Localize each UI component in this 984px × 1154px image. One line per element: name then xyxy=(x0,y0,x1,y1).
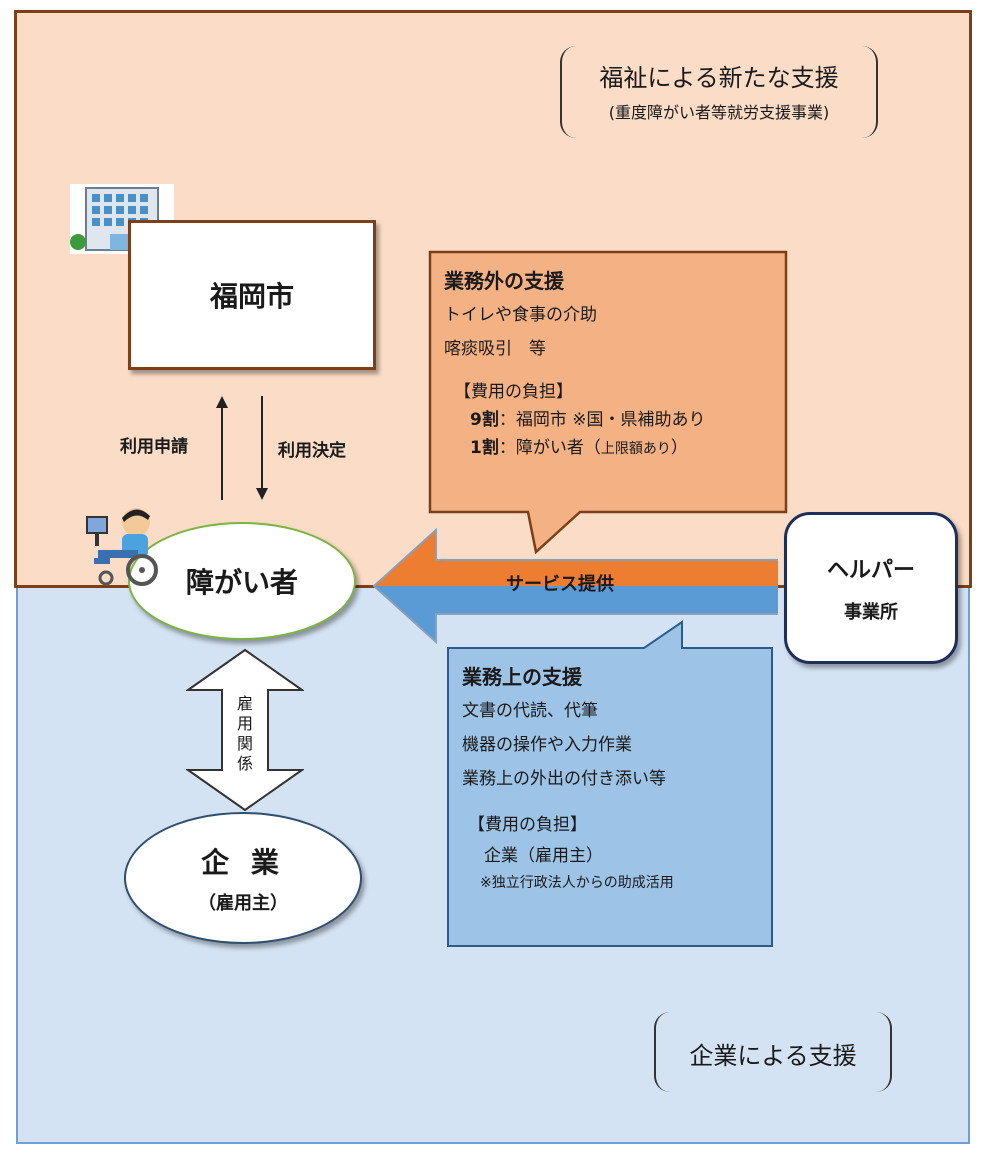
company-title: 企業による支援 xyxy=(689,1042,857,1070)
offduty-title: 業務外の支援 xyxy=(444,269,564,293)
apply-label: 利用申請 xyxy=(120,437,188,457)
offduty-cost-line-city: 9割：福岡市 ※国・県補助あり xyxy=(444,406,780,434)
fukuoka-city-box: 福岡市 xyxy=(128,220,376,370)
onduty-item: 機器の操作や入力作業 xyxy=(462,735,632,755)
company-sub-label: （雇用主） xyxy=(198,893,288,914)
offduty-cost-line-person: 1割：障がい者（上限額あり） xyxy=(444,434,780,463)
onduty-item: 文書の代読、代筆 xyxy=(462,701,598,721)
welfare-title: 福祉による新たな支援 xyxy=(599,64,839,92)
welfare-subtitle: (重度障がい者等就労支援事業) xyxy=(608,103,830,122)
offduty-support-content: 業務外の支援 トイレや食事の介助 喀痰吸引 等 【費用の負担】 9割：福岡市 ※… xyxy=(444,264,780,463)
wheelchair-user-icon xyxy=(86,508,158,586)
onduty-cost-header: 【費用の負担】 xyxy=(468,815,587,835)
cost-ratio: 1割 xyxy=(470,438,499,458)
onduty-title: 業務上の支援 xyxy=(462,665,582,689)
person-with-disability-ellipse: 障がい者 xyxy=(128,522,356,640)
cost-close: ） xyxy=(670,438,688,458)
person-label: 障がい者 xyxy=(185,566,298,599)
service-provision-arrow xyxy=(372,528,778,644)
service-provision-label: サービス提供 xyxy=(506,574,614,595)
cost-text: ：福岡市 ※国・県補助あり xyxy=(498,410,706,430)
employment-label: 雇用関係 xyxy=(236,694,253,773)
onduty-cost-line: 企業（雇用主） xyxy=(484,846,603,866)
decide-label: 利用決定 xyxy=(278,441,346,461)
onduty-support-content: 業務上の支援 文書の代読、代筆 機器の操作や入力作業 業務上の外出の付き添い等 … xyxy=(462,660,762,894)
employment-relationship-arrow xyxy=(186,648,304,812)
helper-office-box: ヘルパー 事業所 xyxy=(784,512,958,664)
welfare-title-bracket: 福祉による新たな支援 (重度障がい者等就労支援事業) xyxy=(560,46,878,138)
cost-note: 上限額あり xyxy=(600,441,671,457)
onduty-item: 業務上の外出の付き添い等 xyxy=(462,769,666,789)
onduty-cost-note: ※独立行政法人からの助成活用 xyxy=(480,875,674,891)
company-label: 企 業 xyxy=(201,846,285,879)
cost-text: ：障がい者（ xyxy=(498,438,601,458)
decide-arrow-down xyxy=(256,396,268,500)
cost-ratio: 9割 xyxy=(470,410,499,430)
city-label: 福岡市 xyxy=(209,280,294,313)
helper-label-line1: ヘルパー xyxy=(826,558,915,583)
offduty-item: トイレや食事の介助 xyxy=(444,305,597,325)
company-title-bracket: 企業による支援 xyxy=(654,1012,892,1092)
helper-label-line2: 事業所 xyxy=(844,602,898,623)
offduty-item: 喀痰吸引 等 xyxy=(444,339,546,359)
offduty-cost-header: 【費用の負担】 xyxy=(454,382,573,402)
onduty-support-callout xyxy=(447,620,773,947)
company-ellipse: 企 業 （雇用主） xyxy=(124,812,362,944)
offduty-support-callout xyxy=(428,250,788,555)
apply-arrow-up xyxy=(216,396,228,500)
